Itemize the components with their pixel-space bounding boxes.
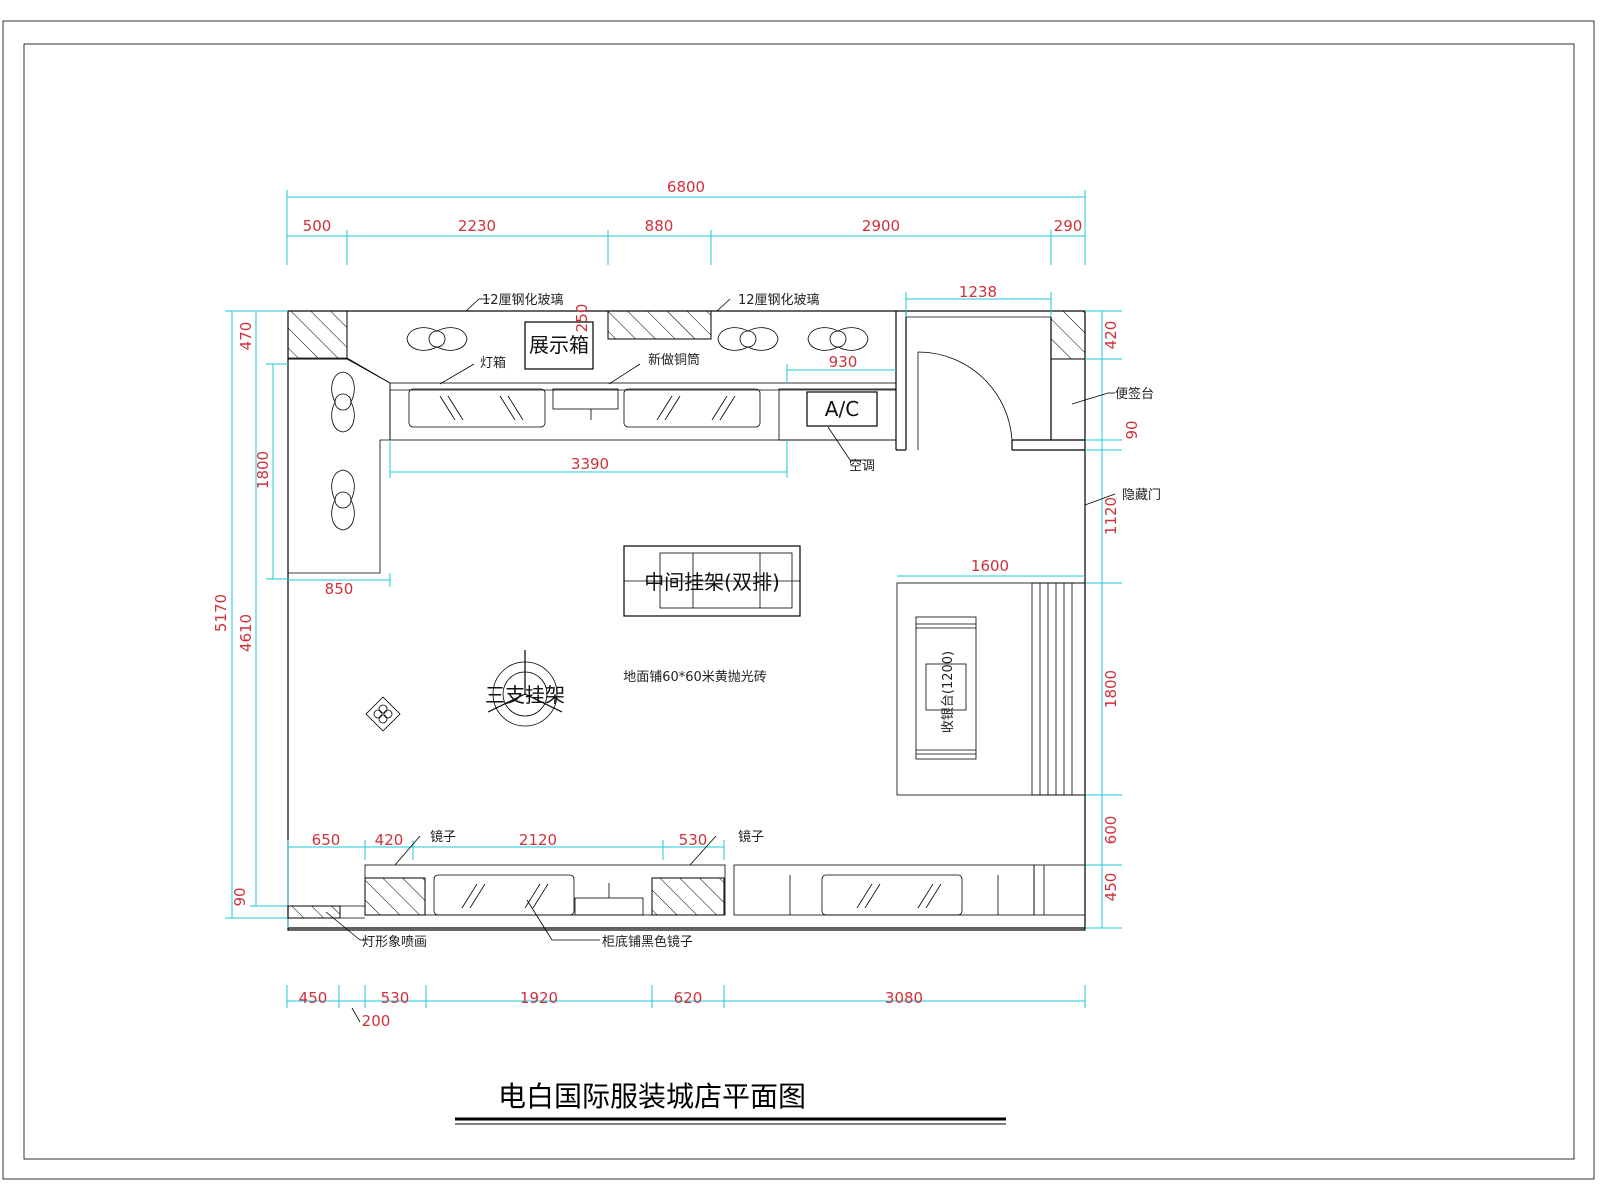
wall-cabinet-row: A/C <box>389 382 897 441</box>
dim-1800-right: 1800 <box>1102 670 1120 708</box>
bottom-dimensions: 450 530 1920 620 3080 200 <box>286 985 1086 1030</box>
dim-420-right: 420 <box>1102 321 1120 350</box>
mirror-right-label: 镜子 <box>738 830 764 845</box>
plant-icon <box>365 696 401 732</box>
light-box-label: 灯箱 <box>480 355 506 371</box>
tri-rack: 三支挂架 <box>485 650 565 727</box>
middle-rack-label: 中间挂架(双排) <box>644 570 780 594</box>
mirror-left-label: 镜子 <box>430 830 456 845</box>
top-display-strip: 展示箱 <box>288 321 869 384</box>
inner-frame <box>23 43 1575 1160</box>
left-dimensions: 470 1800 5170 4610 90 <box>212 310 288 919</box>
dim-bottom-1920: 1920 <box>520 989 558 1007</box>
top-leaders: 12厘钢化玻璃 12厘钢化玻璃 灯箱 新做铜筒 空调 <box>439 293 875 474</box>
black-mirror-label: 柜底铺黑色镜子 <box>602 934 693 950</box>
dim-1800-left: 1800 <box>254 451 272 489</box>
dim-90-left: 90 <box>231 887 249 906</box>
bottom-leaders: 灯形象喷画 柜底铺黑色镜子 <box>325 899 693 950</box>
ac-label: 空调 <box>849 459 875 474</box>
mannequin-icon <box>406 327 468 351</box>
dim-bottom-530: 530 <box>381 989 410 1007</box>
dim-850: 850 <box>325 580 354 598</box>
ac-box-label: A/C <box>825 397 859 421</box>
dim-470: 470 <box>237 322 255 351</box>
dim-500: 500 <box>303 217 332 235</box>
dim-530-low: 530 <box>679 831 708 849</box>
dim-total-width: 6800 <box>667 178 705 196</box>
outer-frame <box>2 20 1595 1180</box>
dim-1600: 1600 <box>971 557 1009 575</box>
dim-4610: 4610 <box>237 614 255 652</box>
dim-bottom-620: 620 <box>674 989 703 1007</box>
bottom-cabinet-row <box>287 840 1086 928</box>
drawing-title-block: 电白国际服装城店平面图 <box>455 1080 1006 1125</box>
dim-2900: 2900 <box>862 217 900 235</box>
dim-1120: 1120 <box>1102 497 1120 535</box>
dim-bottom-200: 200 <box>362 1012 391 1030</box>
dim-2120: 2120 <box>519 831 557 849</box>
dim-290: 290 <box>1054 217 1083 235</box>
dim-bottom-450: 450 <box>299 989 328 1007</box>
cashier-counter: 收银台(1200) <box>896 582 1086 796</box>
bottom-internal-dimensions: 650 420 2120 530 镜子 镜子 <box>312 830 764 866</box>
mannequin-icon <box>807 327 869 351</box>
glass-right-label: 12厘钢化玻璃 <box>738 293 820 308</box>
cashier-label: 收银台(1200) <box>941 651 956 733</box>
dim-450-right: 450 <box>1102 873 1120 902</box>
dim-650: 650 <box>312 831 341 849</box>
pipe-label: 新做铜筒 <box>648 352 700 368</box>
counter-label: 便签台 <box>1115 386 1154 402</box>
dim-bottom-3080: 3080 <box>885 989 923 1007</box>
dim-880: 880 <box>645 217 674 235</box>
dim-930: 930 <box>829 353 858 371</box>
dim-2230: 2230 <box>458 217 496 235</box>
right-dimensions: 420 90 1120 1800 600 450 <box>1085 310 1141 929</box>
dim-1238: 1238 <box>959 283 997 301</box>
display-box-label: 展示箱 <box>529 333 589 357</box>
middle-rack: 中间挂架(双排) <box>623 545 801 617</box>
pillar-top-right <box>1050 310 1086 360</box>
display-box <box>524 321 594 370</box>
left-display-platform <box>288 358 391 574</box>
floor-note: 地面铺60*60米黄抛光砖 <box>623 670 767 685</box>
internal-dimensions: 1238 930 250 3390 850 1600 <box>288 283 1085 598</box>
dim-600: 600 <box>1102 816 1120 845</box>
top-dimensions: 6800 500 2230 880 2900 290 <box>286 178 1086 265</box>
dim-250: 250 <box>573 304 591 333</box>
pillar-top-middle <box>607 310 712 340</box>
dim-90-right: 90 <box>1123 420 1141 439</box>
image-painting-label: 灯形象喷画 <box>362 935 427 950</box>
entry-door <box>917 351 1013 450</box>
dim-3390: 3390 <box>571 455 609 473</box>
dim-420-low: 420 <box>375 831 404 849</box>
ac-box <box>806 391 878 427</box>
hidden-door-label: 隐藏门 <box>1122 488 1161 503</box>
glass-left-label: 12厘钢化玻璃 <box>482 293 564 308</box>
drawing-title: 电白国际服装城店平面图 <box>498 1080 806 1113</box>
pillar-top-left <box>287 310 348 360</box>
mannequin-icon <box>717 327 779 351</box>
tri-rack-label: 三支挂架 <box>485 683 565 707</box>
dim-5170: 5170 <box>212 594 230 632</box>
right-leaders: 便签台 隐藏门 <box>1071 386 1161 506</box>
